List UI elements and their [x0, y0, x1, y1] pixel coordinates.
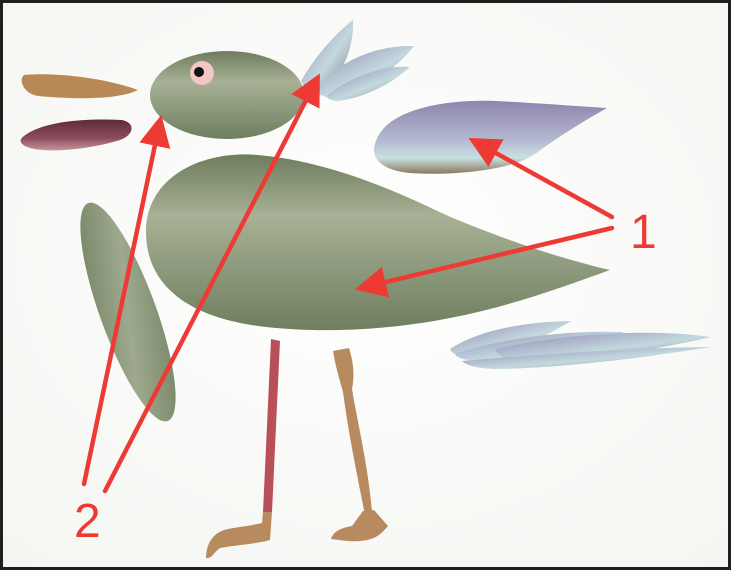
- callout-label-2: 2: [74, 495, 101, 548]
- head-shape: [150, 51, 304, 139]
- eye-pupil-icon: [194, 67, 204, 77]
- callout-label-1: 1: [630, 206, 657, 259]
